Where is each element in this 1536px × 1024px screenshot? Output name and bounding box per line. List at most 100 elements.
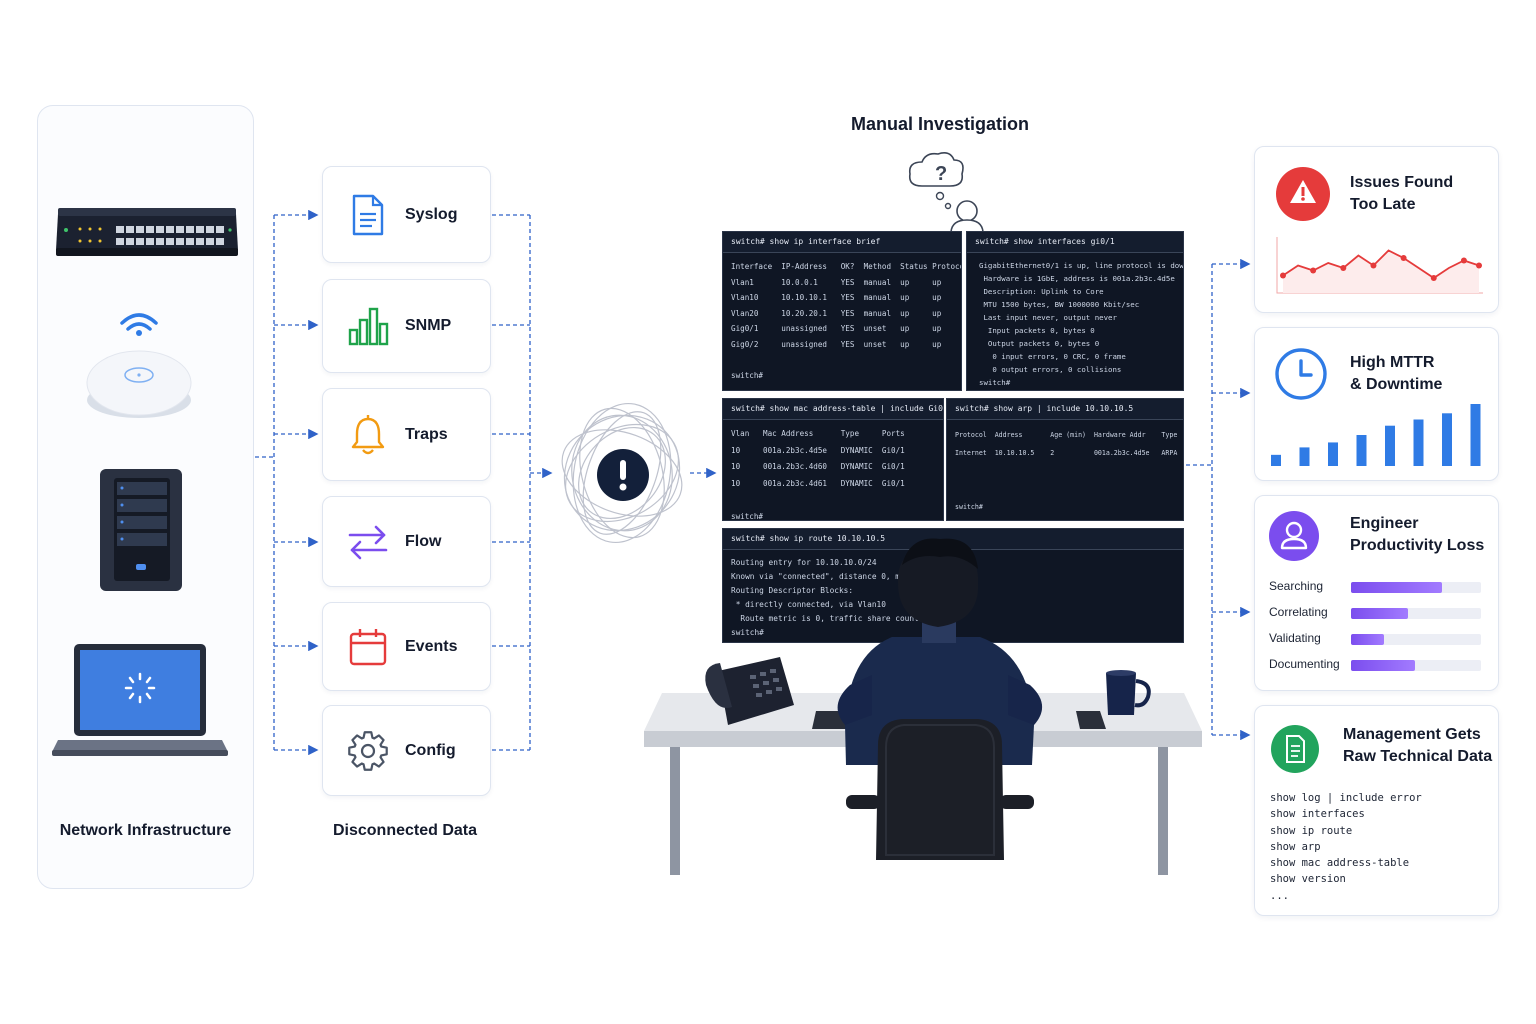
- source-card-config: Config: [322, 705, 491, 796]
- network-infrastructure-label: Network Infrastructure: [59, 822, 232, 839]
- source-label-snmp: SNMP: [405, 317, 452, 334]
- mttr-bar-chart: [1271, 404, 1481, 466]
- productivity-bar-track: [1351, 634, 1481, 645]
- command-item: show log | include error: [1270, 792, 1422, 804]
- trend-point: [1430, 275, 1437, 281]
- mttr-bar: [1413, 419, 1424, 466]
- terminal-output: Vlan Mac Address Type Ports 10 001a.2b3c…: [731, 429, 905, 521]
- document-icon: [345, 192, 391, 238]
- command-item: ...: [1270, 889, 1289, 902]
- terminal-title: switch# show arp | include 10.10.10.5: [947, 399, 1183, 420]
- question-thought-icon: ?: [908, 152, 984, 232]
- user-icon: [1269, 511, 1319, 561]
- trend-point: [1310, 267, 1317, 274]
- arrows-exchange-icon: [345, 519, 391, 565]
- terminal-output: Protocol Address Age (min) Hardware Addr…: [955, 431, 1178, 511]
- source-label-events: Events: [405, 637, 458, 655]
- productivity-title-line1: Engineer: [1350, 515, 1419, 532]
- desk-phone-icon: [705, 657, 794, 725]
- trend-area: [1283, 250, 1479, 293]
- svg-text:?: ?: [935, 163, 947, 185]
- productivity-bar-track: [1351, 582, 1481, 593]
- mttr-bar: [1299, 447, 1310, 466]
- terminal-title: switch# show ip interface brief: [723, 232, 961, 253]
- mttr-bar: [1271, 454, 1281, 466]
- productivity-row-documenting: Documenting: [1269, 657, 1489, 673]
- terminal-show-mac-address-table: switch# show mac address-table | include…: [722, 398, 944, 521]
- productivity-row-validating: Validating: [1269, 631, 1489, 647]
- terminal-title: switch# show mac address-table | include…: [723, 399, 943, 420]
- source-card-snmp: SNMP: [322, 279, 491, 373]
- productivity-bar-fill: [1351, 582, 1442, 593]
- source-card-traps: Traps: [322, 388, 491, 481]
- high-mttr-card: High MTTR & Downtime: [1254, 327, 1499, 481]
- tangled-data-knot: [561, 402, 683, 544]
- mttr-bar: [1442, 413, 1452, 466]
- coffee-mug-icon: [1106, 670, 1151, 715]
- terminal-show-ip-interface-brief: switch# show ip interface brief Interfac…: [722, 231, 962, 391]
- mttr-title-line1: High MTTR: [1350, 354, 1435, 371]
- terminal-output: GigabitEthernet0/1 is up, line protocol …: [979, 261, 1184, 387]
- productivity-label: Documenting: [1269, 657, 1340, 671]
- wireless-access-point-icon: [86, 313, 192, 418]
- productivity-bar-fill: [1351, 608, 1409, 619]
- issues-trend-chart: [1276, 237, 1483, 294]
- bar-chart-icon: [345, 303, 391, 349]
- productivity-bar-fill: [1351, 634, 1384, 645]
- mttr-bar: [1470, 404, 1481, 466]
- trend-point: [1370, 262, 1377, 269]
- engineer-at-desk-illustration: [644, 538, 1202, 875]
- productivity-title-line2: Productivity Loss: [1350, 537, 1485, 554]
- trend-point: [1280, 272, 1286, 279]
- trend-point: [1400, 255, 1407, 261]
- productivity-label: Searching: [1269, 579, 1324, 593]
- source-label-syslog: Syslog: [405, 205, 458, 223]
- command-item: show version: [1270, 873, 1346, 886]
- warning-icon: [1276, 167, 1330, 221]
- productivity-row-searching: Searching: [1269, 579, 1489, 595]
- trend-point: [1460, 257, 1467, 264]
- issues-title-line1: Issues Found: [1350, 174, 1454, 191]
- source-card-events: Events: [322, 602, 491, 691]
- bell-icon: [345, 412, 391, 458]
- trend-point: [1340, 265, 1347, 271]
- server-icon: [100, 469, 182, 591]
- terminal-output: Interface IP-Address OK? Method Status P…: [731, 262, 961, 380]
- source-card-syslog: Syslog: [322, 166, 491, 263]
- management-title-line2: Raw Technical Data: [1343, 748, 1493, 765]
- productivity-bar-track: [1351, 608, 1481, 619]
- calendar-icon: [345, 624, 391, 670]
- terminal-title: switch# show interfaces gi0/1: [967, 232, 1183, 253]
- issues-title-line2: Too Late: [1350, 196, 1416, 213]
- management-raw-data-card: Management Gets Raw Technical Data show …: [1254, 705, 1499, 916]
- switch-icon: [56, 208, 238, 256]
- productivity-bar-fill: [1351, 660, 1415, 671]
- gear-icon: [345, 728, 391, 774]
- productivity-bar-track: [1351, 660, 1481, 671]
- mttr-bar: [1356, 435, 1367, 466]
- issues-found-too-late-card: Issues Found Too Late: [1254, 146, 1499, 313]
- clock-icon: [1275, 348, 1327, 400]
- productivity-label: Correlating: [1269, 605, 1328, 619]
- command-item: show arp: [1270, 840, 1321, 853]
- terminal-show-interfaces: switch# show interfaces gi0/1 GigabitEth…: [966, 231, 1184, 391]
- terminal-show-arp: switch# show arp | include 10.10.10.5 Pr…: [946, 398, 1184, 521]
- source-label-config: Config: [405, 741, 456, 759]
- productivity-label: Validating: [1269, 631, 1321, 645]
- command-item: show ip route: [1270, 824, 1353, 837]
- management-title-line1: Management Gets: [1343, 726, 1481, 743]
- engineer-productivity-loss-card: Engineer Productivity Loss Searching Cor…: [1254, 495, 1499, 691]
- source-label-flow: Flow: [405, 532, 442, 550]
- source-card-flow: Flow: [322, 496, 491, 587]
- report-document-icon: [1271, 725, 1319, 773]
- disconnected-data-label: Disconnected Data: [332, 822, 478, 839]
- source-label-traps: Traps: [405, 425, 448, 443]
- command-item: show mac address-table: [1270, 857, 1410, 870]
- command-item: show interfaces: [1270, 808, 1365, 821]
- laptop-icon: [52, 644, 228, 756]
- manual-investigation-title: Manual Investigation: [850, 114, 1030, 134]
- mttr-bar: [1328, 442, 1338, 466]
- trend-point: [1476, 262, 1482, 269]
- mttr-bar: [1385, 425, 1395, 466]
